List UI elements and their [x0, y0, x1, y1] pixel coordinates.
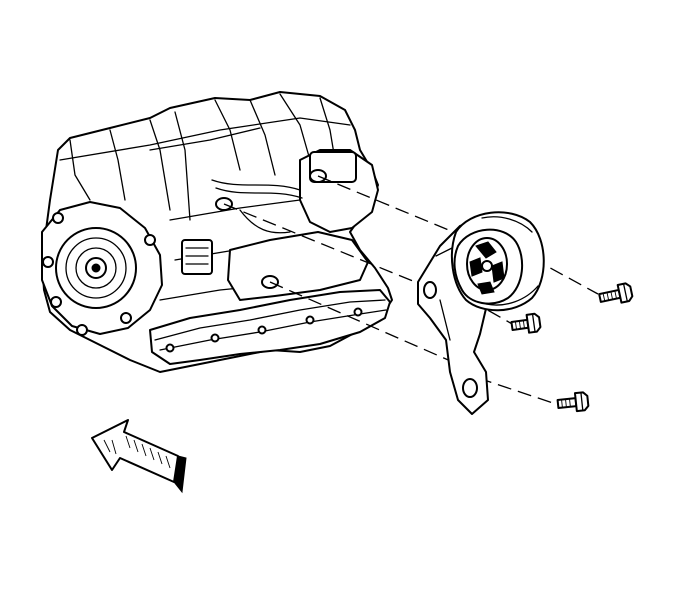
bolt-lower — [556, 391, 590, 413]
oil-pan-bolts — [165, 307, 363, 353]
cooler-lines — [211, 179, 303, 234]
arrow-shadow — [173, 455, 187, 494]
bolt-middle — [510, 312, 542, 334]
oil-pan-flange — [154, 299, 387, 351]
bracket-hole-lower — [462, 378, 478, 398]
bolt-upper — [598, 282, 634, 304]
bell-housing-bolts — [42, 212, 156, 336]
transmission-mount — [417, 211, 545, 415]
torque-converter-pilot — [91, 263, 101, 273]
front-direction-arrow-icon — [91, 419, 187, 494]
electrical-connector — [181, 239, 213, 275]
bracket-hole-upper — [423, 281, 437, 299]
arrow-hatching — [103, 435, 171, 469]
arrow-face — [91, 419, 179, 483]
isolator-insert — [466, 237, 508, 295]
torque-converter-ring-inner — [75, 247, 117, 289]
torque-converter-ring — [65, 237, 127, 299]
transmission-case — [41, 91, 393, 373]
